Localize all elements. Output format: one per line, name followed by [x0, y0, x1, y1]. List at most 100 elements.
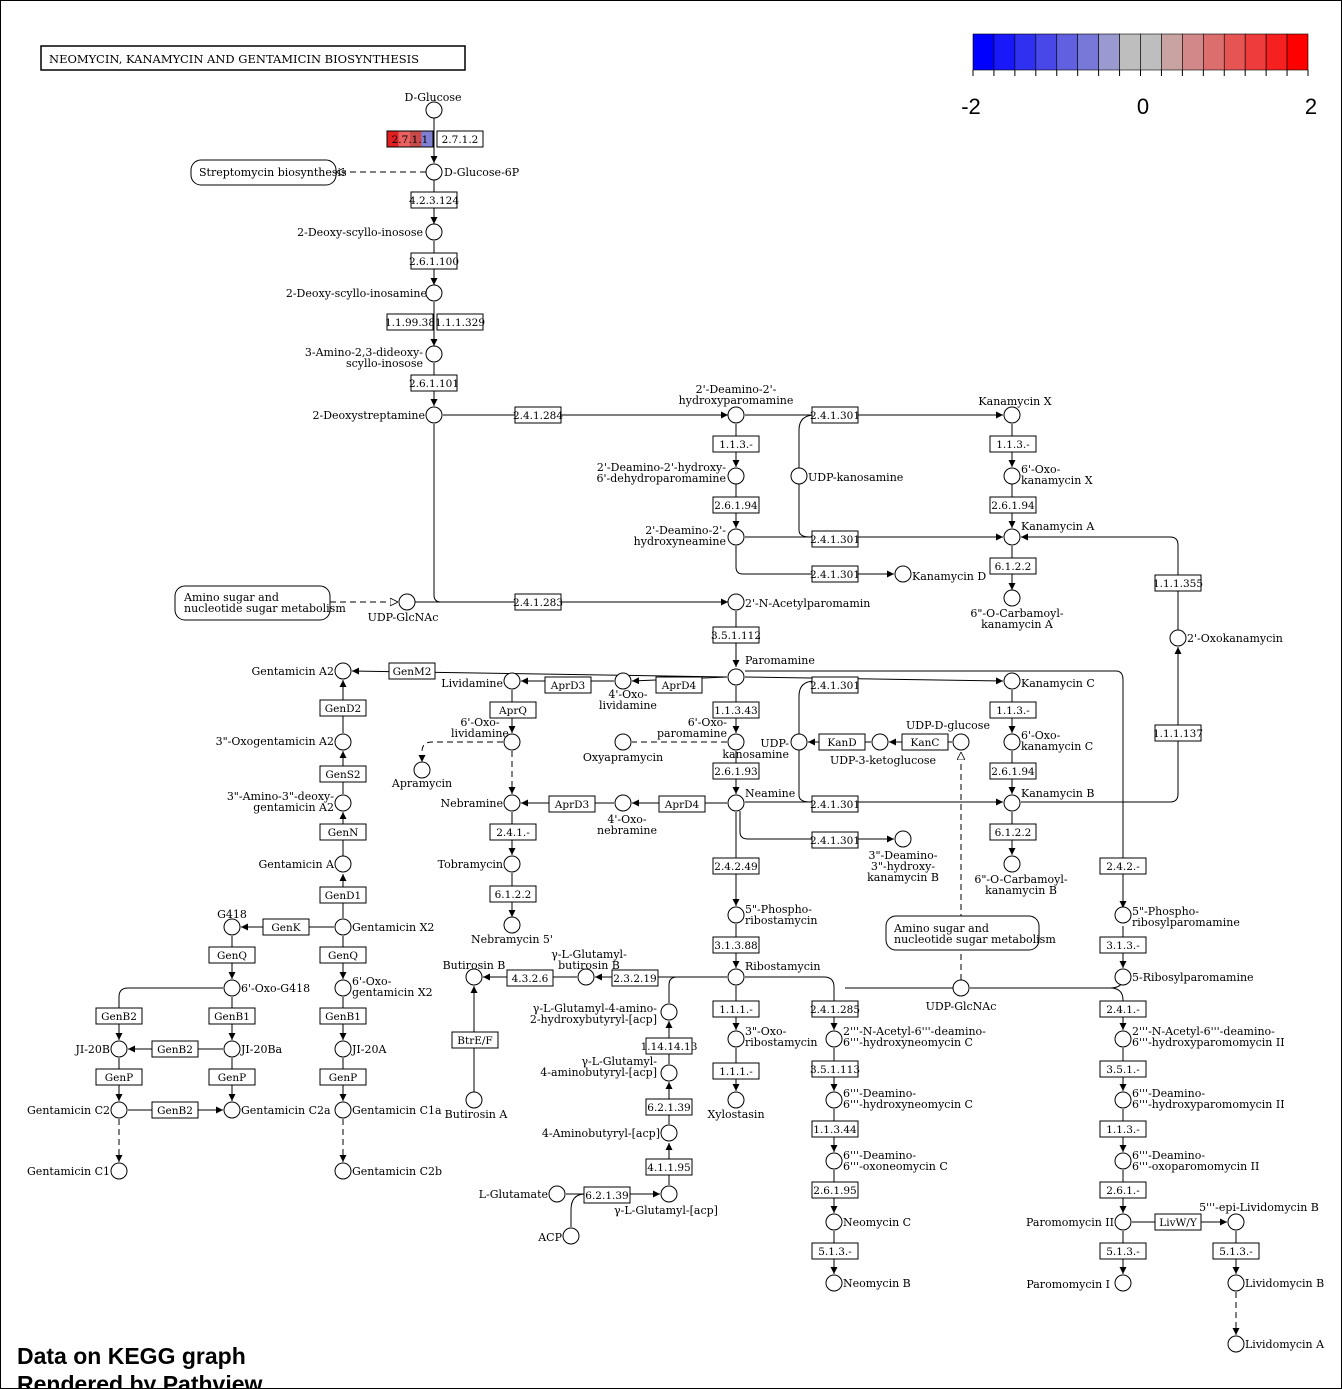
compound-node[interactable]: 6"-O-Carbamoyl-kanamycin B — [974, 855, 1068, 897]
compound-node[interactable]: γ-L-Glutamyl-4-amino-2-hydroxybutyryl-[a… — [530, 1002, 678, 1026]
enzyme-box[interactable]: GenK — [262, 918, 310, 936]
enzyme-box[interactable]: BtrE/F — [451, 1031, 499, 1049]
enzyme-box[interactable]: 6.1.2.2 — [489, 885, 537, 903]
compound-node[interactable]: 6'-Oxo-kanamycin C — [1003, 729, 1093, 753]
enzyme-box[interactable]: GenS2 — [319, 765, 367, 783]
compound-node[interactable]: D-Glucose-6P — [425, 163, 520, 181]
compound-node[interactable]: Gentamicin A — [258, 855, 352, 873]
enzyme-box[interactable]: GenD1 — [319, 886, 367, 904]
compound-node[interactable]: UDP-GlcNAc — [926, 979, 997, 1013]
compound-node[interactable]: 5"-Phospho-ribostamycin — [727, 903, 817, 927]
compound-node[interactable]: 2'''-N-Acetyl-6'''-deamino-6'''-hydroxyp… — [1114, 1025, 1285, 1049]
enzyme-box[interactable]: LivW/Y — [1154, 1213, 1202, 1231]
enzyme-box[interactable]: 2.4.1.- — [489, 823, 537, 841]
compound-node[interactable]: 2'''-N-Acetyl-6'''-deamino-6'''-hydroxyn… — [825, 1025, 986, 1049]
enzyme-box[interactable]: 4.3.2.6 — [506, 969, 554, 987]
compound-node[interactable]: Butirosin A — [445, 1091, 509, 1121]
compound-node[interactable]: 6'-Oxo-kanamycin X — [1003, 463, 1093, 487]
enzyme-box[interactable]: GenB2 — [151, 1101, 199, 1119]
enzyme-box[interactable]: 1.1.3.- — [1099, 1120, 1147, 1138]
compound-node[interactable]: 2-Deoxy-scyllo-inosamine — [286, 284, 443, 302]
compound-node[interactable]: 6'-Oxo-G418 — [223, 979, 310, 997]
enzyme-box[interactable]: GenB2 — [95, 1007, 143, 1025]
enzyme-box[interactable]: 3.1.3.- — [1099, 936, 1147, 954]
enzyme-box[interactable]: 2.4.1.301 — [810, 831, 860, 849]
enzyme-box[interactable]: 1.1.1.329 — [435, 313, 485, 331]
enzyme-box[interactable]: AprD3 — [548, 795, 596, 813]
enzyme-box[interactable]: 2.6.1.94 — [989, 496, 1037, 514]
enzyme-box[interactable]: 2.4.1.301 — [810, 795, 860, 813]
compound-node[interactable]: Gentamicin C2 — [27, 1101, 128, 1119]
enzyme-box[interactable]: 2.6.1.93 — [712, 762, 760, 780]
enzyme-box[interactable]: KanD — [818, 733, 866, 751]
compound-node[interactable]: Oxyapramycin — [583, 733, 663, 764]
compound-node[interactable]: 6'''-Deamino-6'''-oxoneomycin C — [825, 1149, 948, 1173]
compound-node[interactable]: 4-Aminobutyryl-[acp] — [542, 1124, 678, 1142]
compound-node[interactable]: 3-Amino-2,3-dideoxy-scyllo-inosose — [305, 345, 443, 370]
enzyme-box[interactable]: 1.1.1.- — [712, 1000, 760, 1018]
enzyme-box[interactable]: GenN — [319, 823, 367, 841]
enzyme-box[interactable]: 2.6.1.100 — [409, 252, 459, 270]
enzyme-box[interactable]: 6.1.2.2 — [989, 557, 1037, 575]
compound-node[interactable]: 6"-O-Carbamoyl-kanamycin A — [970, 589, 1064, 631]
compound-node[interactable]: 4'-Oxo-nebramine — [597, 794, 657, 837]
enzyme-box[interactable]: 2.6.1.101 — [409, 374, 459, 392]
enzyme-box[interactable]: 1.1.1.355 — [1153, 574, 1203, 592]
enzyme-box[interactable]: 4.1.1.95 — [645, 1158, 693, 1176]
compound-node[interactable]: 3"-Deamino-3"-hydroxy-kanamycin B — [867, 830, 939, 884]
enzyme-box[interactable]: 6.1.2.2 — [989, 823, 1037, 841]
compound-node[interactable]: Neomycin C — [825, 1213, 911, 1231]
compound-node[interactable]: 2'-Deamino-2'-hydroxyparomamine — [679, 383, 794, 424]
compound-node[interactable]: γ-L-Glutamyl-[acp] — [614, 1185, 718, 1217]
compound-node[interactable]: 4'-Oxo-lividamine — [599, 672, 657, 712]
enzyme-box[interactable]: 2.4.1.284 — [513, 406, 563, 424]
compound-node[interactable]: Gentamicin C1 — [27, 1162, 128, 1180]
compound-node[interactable]: JI-20B — [74, 1040, 128, 1058]
enzyme-box[interactable]: GenD2 — [319, 699, 367, 717]
compound-node[interactable]: 2'-Oxokanamycin — [1169, 629, 1283, 647]
enzyme-box[interactable]: 5.1.3.- — [811, 1242, 859, 1260]
compound-node[interactable]: L-Glutamate — [479, 1185, 566, 1203]
enzyme-box[interactable]: 1.1.3.43 — [712, 701, 760, 719]
compound-node[interactable]: Ribostamycin — [727, 960, 821, 986]
compound-node[interactable]: UDP-kanosamine — [790, 467, 903, 485]
enzyme-box[interactable]: 2.6.1.94 — [712, 496, 760, 514]
compound-node[interactable]: Lividomycin A — [1227, 1335, 1325, 1353]
compound-node[interactable]: Nebramycin 5' — [471, 916, 553, 946]
enzyme-box[interactable]: 6.2.1.39 — [583, 1186, 631, 1204]
compound-node[interactable]: D-Glucose — [404, 91, 462, 119]
enzyme-box[interactable]: 2.7.1.1 — [386, 130, 434, 148]
compound-node[interactable]: Xylostasin — [707, 1091, 765, 1121]
compound-node[interactable]: UDP-kanosamine — [722, 733, 808, 761]
compound-node[interactable]: Paromomycin I — [1026, 1274, 1132, 1292]
enzyme-box[interactable]: KanC — [901, 733, 949, 751]
compound-node[interactable]: Neomycin B — [825, 1274, 911, 1292]
enzyme-box[interactable]: AprD4 — [655, 676, 703, 694]
compound-node[interactable]: 2'-Deamino-2'-hydroxyneamine — [634, 524, 745, 548]
enzyme-box[interactable]: 2.4.2.- — [1099, 857, 1147, 875]
compound-node[interactable]: Kanamycin C — [1003, 672, 1095, 690]
compound-node[interactable]: 5-Ribosylparomamine — [1114, 968, 1254, 986]
enzyme-box[interactable]: 1.14.14.13 — [641, 1037, 698, 1055]
enzyme-box[interactable]: GenQ — [319, 946, 367, 964]
compound-node[interactable]: 5"-Phospho-ribosylparomamine — [1114, 905, 1240, 929]
compound-node[interactable]: γ-L-Glutamyl-butirosin B — [551, 948, 627, 986]
compound-node[interactable]: Kanamycin D — [894, 565, 986, 583]
enzyme-box[interactable]: 1.1.3.- — [712, 435, 760, 453]
compound-node[interactable]: γ-L-Glutamyl-4-aminobutyryl-[acp] — [540, 1055, 678, 1082]
compound-node[interactable]: UDP-3-ketoglucose — [830, 733, 936, 767]
compound-node[interactable]: 6'-Oxo-gentamicin X2 — [334, 975, 433, 999]
enzyme-box[interactable]: 2.4.1.- — [1099, 1000, 1147, 1018]
enzyme-box[interactable]: 5.1.3.- — [1099, 1242, 1147, 1260]
map-link-amino-sugar-1[interactable]: Amino sugar and nucleotide sugar metabol… — [174, 585, 346, 621]
compound-node[interactable]: 2-Deoxy-scyllo-inosose — [297, 223, 443, 241]
enzyme-box[interactable]: GenP — [319, 1068, 367, 1086]
compound-node[interactable]: Tobramycin — [438, 855, 521, 873]
enzyme-box[interactable]: 2.6.1.94 — [989, 762, 1037, 780]
compound-node[interactable]: Neamine — [727, 787, 795, 812]
compound-node[interactable]: 6'''-Deamino-6'''-oxoparomomycin II — [1114, 1149, 1259, 1173]
enzyme-box[interactable]: 3.5.1.- — [1099, 1060, 1147, 1078]
compound-node[interactable]: Kanamycin X — [978, 395, 1052, 424]
compound-node[interactable]: Kanamycin B — [1003, 787, 1094, 812]
compound-node[interactable]: Gentamicin X2 — [334, 918, 434, 936]
